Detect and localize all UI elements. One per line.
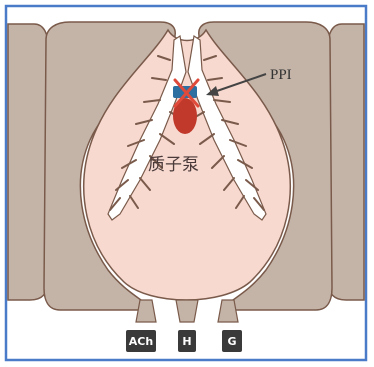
left-edge-cell — [8, 24, 48, 300]
receptor-g-label: G — [227, 335, 236, 348]
receptor-ach: ACh — [126, 330, 156, 352]
right-edge-cell — [328, 24, 364, 300]
proton-pump-label: 质子泵 — [148, 155, 199, 175]
ppi-label: PPI — [270, 67, 292, 83]
receptor-ach-label: ACh — [129, 335, 153, 348]
receptor-g: G — [222, 330, 242, 352]
receptor-h: H — [178, 330, 196, 352]
receptor-connectors — [136, 300, 238, 322]
receptor-h-label: H — [182, 335, 191, 348]
